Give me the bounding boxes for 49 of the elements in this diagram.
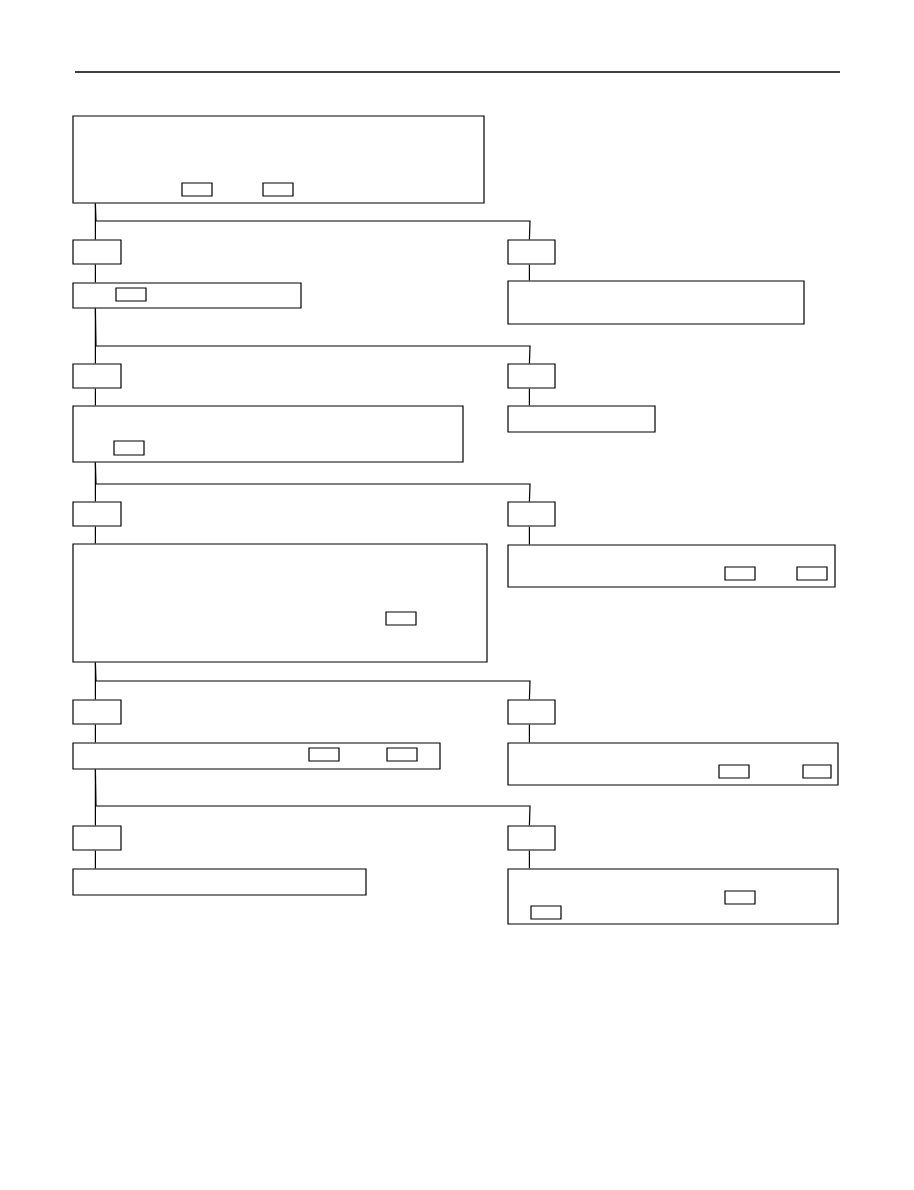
reference-box <box>113 440 145 456</box>
connector-line <box>94 850 96 869</box>
tag-box <box>507 501 556 527</box>
flowchart-box <box>72 115 485 204</box>
connector-line <box>528 264 530 281</box>
reference-box <box>262 182 294 197</box>
flowchart-box <box>507 405 656 433</box>
flowchart-box <box>507 868 839 925</box>
flowchart-box <box>72 543 488 663</box>
flowchart-box <box>72 742 441 770</box>
flowchart-box <box>72 282 302 309</box>
reference-box <box>530 905 562 920</box>
connector-line <box>94 264 96 283</box>
connector-line <box>94 769 531 826</box>
tag-box <box>507 363 556 389</box>
tag-box <box>72 363 122 389</box>
tag-box <box>72 501 122 527</box>
reference-box <box>796 566 828 581</box>
flowchart-box <box>507 544 836 588</box>
connector-line <box>94 724 96 743</box>
flowchart-box <box>507 742 839 786</box>
connector-line <box>94 388 96 406</box>
tag-box <box>507 699 556 725</box>
reference-box <box>385 611 417 626</box>
tag-box <box>507 825 556 851</box>
tag-box <box>507 239 556 265</box>
reference-box <box>181 182 213 197</box>
reference-box <box>724 566 756 581</box>
connector-line <box>528 526 530 545</box>
flowchart-box <box>72 868 367 896</box>
connector-line <box>528 724 530 743</box>
connector-line <box>94 526 96 544</box>
connector-line <box>528 388 530 406</box>
reference-box <box>386 747 418 762</box>
connector-line <box>94 203 531 240</box>
connector-line <box>528 850 530 869</box>
tag-box <box>72 699 122 725</box>
connector-line <box>94 462 531 502</box>
reference-box <box>718 764 750 779</box>
flowchart-box <box>72 405 464 463</box>
connector-line <box>94 308 531 364</box>
tag-box <box>72 239 122 265</box>
reference-box <box>308 747 340 762</box>
reference-box <box>802 764 832 779</box>
flowchart-box <box>507 280 805 325</box>
tag-box <box>72 825 122 851</box>
reference-box <box>724 890 756 905</box>
connector-line <box>94 662 531 700</box>
reference-box <box>115 287 147 302</box>
